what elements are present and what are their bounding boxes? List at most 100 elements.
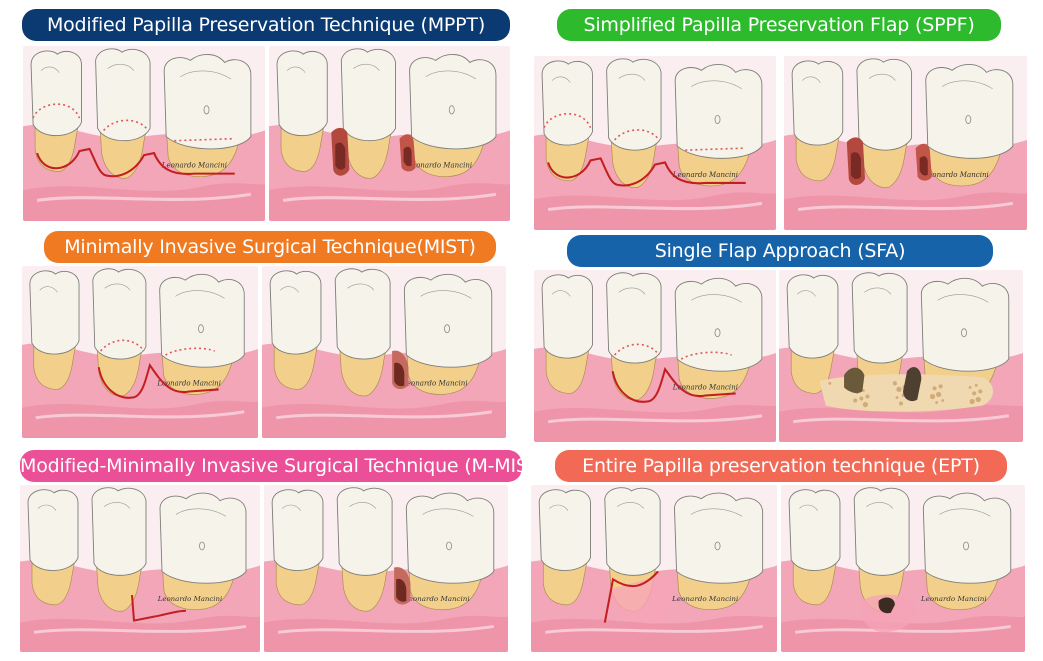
crown-contour [549,504,569,511]
incision-line [611,366,736,403]
bone-trabecula [941,399,945,402]
panel-mist-defect: Leonardo Mancini [262,266,506,438]
bone-trabecula [895,396,899,399]
tunnel-flap [602,575,672,624]
bone-trabecula [929,393,936,400]
bone-trabecula [898,401,904,406]
dental-illustration: Leonardo Mancini [262,266,506,438]
signature: Leonardo Mancini [403,595,470,603]
bone-defect [878,597,895,614]
crown-contour [104,283,131,291]
dotted-incision [100,339,145,352]
bone-trabecula [932,386,937,391]
bone-trabecula [828,381,832,385]
dental-illustration: Leonardo Mancini [23,46,265,221]
crown-pit [448,105,455,115]
crown-contour [347,283,375,291]
tooth-crown [27,489,79,571]
dotted-incision [614,129,660,141]
tooth-crown [405,492,495,584]
incision-line [131,594,187,622]
title-sppf: Simplified Papilla Preservation Flap (SP… [557,9,1001,41]
tooth-crown [920,277,1010,372]
panel-sfa-incision: Leonardo Mancini [534,270,776,442]
crown-pit [446,541,452,551]
crown-contour [286,66,306,73]
crown-contour [618,287,646,295]
tooth-crown [538,489,591,571]
crown-contour [551,290,571,297]
tunnel-flap [860,594,916,633]
signature: Leonardo Mancini [672,170,738,179]
gingiva-shade [269,183,510,221]
crown-contour [37,504,57,511]
bone-defect [396,578,407,602]
panel-ept-defect: Leonardo Mancini [781,485,1025,652]
gingiva-highlight [278,625,495,634]
dental-illustration: Leonardo Mancini [779,270,1023,442]
crown-pit [444,324,450,334]
tooth-crown [92,268,147,360]
dotted-incision [543,113,592,129]
bone-trabecula [975,396,981,403]
crown-contour [349,502,377,509]
bone-trabecula [974,383,978,387]
bone-defect [335,142,346,170]
crown-contour [802,76,821,83]
tooth-crown [791,60,844,146]
tooth-crown [409,54,497,150]
bone-defect [850,152,861,180]
gingiva-highlight [793,414,1010,424]
crown-contour [691,294,742,303]
incision-line [36,147,235,178]
dental-illustration: Leonardo Mancini [781,485,1025,652]
bone-trabecula [978,389,983,394]
dotted-incision [685,147,746,151]
dental-illustration: Leonardo Mancini [269,46,510,221]
panel-mmist-incision: Leonardo Mancini [20,485,260,652]
tooth-crown [336,487,393,576]
crown-contour [937,294,989,303]
crown-pit [965,114,972,124]
dotted-incision [103,119,149,131]
gingiva-highlight [282,192,497,202]
tooth-crown [922,492,1012,584]
bone-defect [919,156,928,176]
title-mppt: Modified Papilla Preservation Technique … [22,9,510,41]
gingiva-highlight [35,410,245,420]
crown-contour [939,508,991,517]
bone-trabecula [892,381,897,386]
bone-trabecula [969,398,975,405]
tooth-crown [30,50,82,137]
crown-pit [714,541,721,551]
tooth-crown [925,63,1014,159]
crown-pit [961,328,967,338]
crown-contour [797,290,816,297]
signature: Leonardo Mancini [406,160,472,169]
dental-illustration: Leonardo Mancini [531,485,777,652]
gingiva-highlight [795,625,1012,634]
panel-sppf-defect: Leonardo Mancini [784,56,1027,230]
signature: Leonardo Mancini [401,378,468,387]
gingiva-shade [20,615,260,652]
incision-line [97,362,219,399]
crown-contour [107,63,135,71]
crown-contour [180,70,231,80]
tooth-crown [851,272,908,364]
bone-trabecula [972,391,977,396]
gingiva-shade [262,400,506,438]
crown-contour [425,70,477,80]
crown-contour [39,286,58,293]
bone-defect [403,146,412,167]
bone-trabecula [935,401,939,404]
incision-line [547,157,746,187]
tooth-crown [159,492,247,584]
crown-contour [618,73,646,81]
bone-trabecula [968,385,972,389]
tooth-crown [163,54,252,150]
crown-pit [203,105,210,115]
gingiva-shade [779,404,1023,442]
crown-pit [198,324,204,334]
tooth-crown [269,270,322,355]
incision-line [603,570,659,623]
